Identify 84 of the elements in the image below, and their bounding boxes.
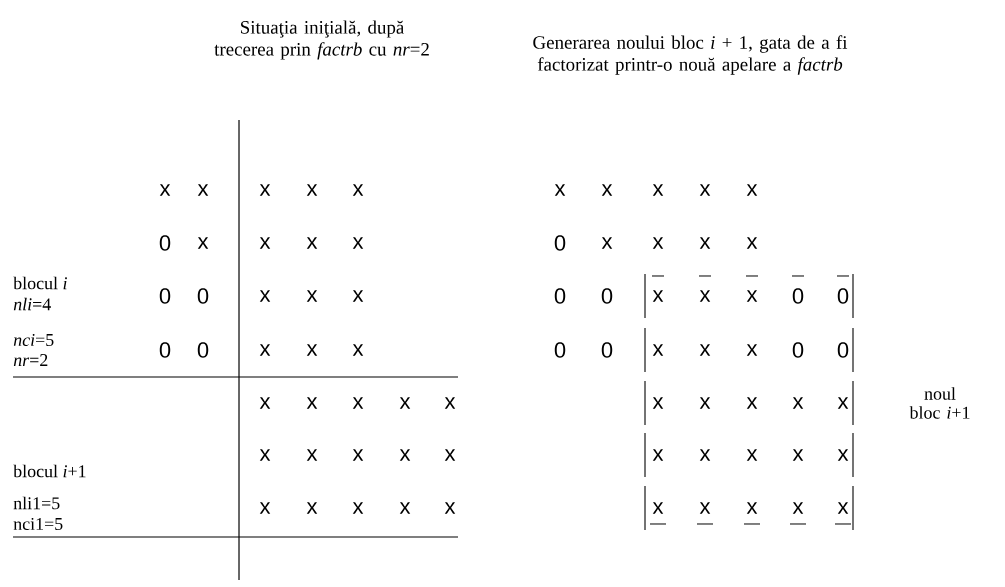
matrix-entry: x bbox=[746, 290, 758, 302]
matrix-entry: x bbox=[792, 449, 804, 461]
block-label: nci1=5 bbox=[13, 517, 63, 530]
matrix-entry: 0 bbox=[159, 235, 171, 251]
matrix-entry: x bbox=[159, 184, 171, 196]
matrix-entry: 0 bbox=[554, 342, 566, 358]
matrix-entry: x bbox=[652, 502, 664, 514]
block-label: blocul i bbox=[13, 276, 67, 290]
matrix-entry: x bbox=[601, 237, 613, 249]
matrix-entry: x bbox=[352, 290, 364, 302]
matrix-entry: 0 bbox=[554, 235, 566, 251]
matrix-entry: x bbox=[306, 397, 318, 409]
matrix-entry: x bbox=[792, 502, 804, 514]
matrix-entry: x bbox=[259, 184, 271, 196]
block-label: blocul i+1 bbox=[13, 464, 86, 478]
matrix-entry: 0 bbox=[837, 288, 849, 304]
matrix-entry: x bbox=[399, 449, 411, 461]
matrix-entry: x bbox=[699, 290, 711, 302]
matrix-entry: x bbox=[652, 449, 664, 461]
matrix-entry: x bbox=[306, 344, 318, 356]
matrix-entry: x bbox=[837, 449, 849, 461]
matrix-entry: x bbox=[746, 449, 758, 461]
matrix-entry: 0 bbox=[601, 288, 613, 304]
matrix-entry: x bbox=[352, 344, 364, 356]
matrix-entry: x bbox=[259, 502, 271, 514]
matrix-entry: 0 bbox=[837, 342, 849, 358]
matrix-entry: x bbox=[837, 397, 849, 409]
heading: Generarea noului bloc i + 1, gata de a fi factorizat printr-o nouă apelare a factrb bbox=[533, 35, 848, 75]
matrix-entry: x bbox=[352, 184, 364, 196]
block-label: noul bloc i+1 bbox=[909, 387, 970, 419]
block-label: nci=5 bbox=[13, 333, 54, 346]
matrix-entry: x bbox=[699, 449, 711, 461]
matrix-entry: x bbox=[306, 502, 318, 514]
matrix-entry: x bbox=[601, 184, 613, 196]
matrix-entry: 0 bbox=[792, 342, 804, 358]
matrix-entry: x bbox=[652, 290, 664, 302]
matrix-entry: x bbox=[259, 397, 271, 409]
matrix-entry: x bbox=[746, 184, 758, 196]
block-label: nli=4 bbox=[13, 297, 51, 311]
matrix-entry: 0 bbox=[601, 342, 613, 358]
matrix-entry: x bbox=[746, 397, 758, 409]
matrix-entry: x bbox=[352, 502, 364, 514]
matrix-entry: x bbox=[259, 237, 271, 249]
matrix-entry: x bbox=[652, 184, 664, 196]
matrix-entry: x bbox=[306, 184, 318, 196]
matrix-entry: 0 bbox=[197, 342, 209, 358]
matrix-entry: x bbox=[837, 502, 849, 514]
matrix-entry: x bbox=[746, 344, 758, 356]
matrix-entry: x bbox=[699, 237, 711, 249]
matrix-entry: x bbox=[352, 397, 364, 409]
matrix-entry: x bbox=[444, 449, 456, 461]
matrix-entry: 0 bbox=[159, 288, 171, 304]
matrix-entry: x bbox=[746, 502, 758, 514]
matrix-entry: x bbox=[792, 397, 804, 409]
matrix-entry: x bbox=[399, 502, 411, 514]
matrix-entry: x bbox=[699, 397, 711, 409]
matrix-entry: x bbox=[699, 184, 711, 196]
matrix-entry: 0 bbox=[159, 342, 171, 358]
matrix-entry: x bbox=[652, 344, 664, 356]
matrix-entry: x bbox=[699, 344, 711, 356]
matrix-entry: x bbox=[352, 237, 364, 249]
matrix-entry: x bbox=[259, 290, 271, 302]
matrix-entry: x bbox=[259, 344, 271, 356]
matrix-entry: x bbox=[746, 237, 758, 249]
block-label: nr=2 bbox=[13, 354, 48, 366]
matrix-entry: x bbox=[652, 237, 664, 249]
matrix-entry: x bbox=[444, 397, 456, 409]
matrix-entry: x bbox=[444, 502, 456, 514]
matrix-entry: x bbox=[306, 290, 318, 302]
matrix-entry: 0 bbox=[792, 288, 804, 304]
matrix-entry: x bbox=[554, 184, 566, 196]
matrix-entry: x bbox=[306, 449, 318, 461]
matrix-entry: x bbox=[197, 237, 209, 249]
matrix-entry: 0 bbox=[197, 288, 209, 304]
matrix-entry: x bbox=[197, 184, 209, 196]
heading: Situaţia iniţială, după trecerea prin factrb cu nr=2 bbox=[214, 20, 429, 60]
matrix-entry: x bbox=[259, 449, 271, 461]
matrix-entry: x bbox=[306, 237, 318, 249]
matrix-entry: 0 bbox=[554, 288, 566, 304]
matrix-entry: x bbox=[652, 397, 664, 409]
matrix-entry: x bbox=[399, 397, 411, 409]
matrix-entry: x bbox=[352, 449, 364, 461]
matrix-entry: x bbox=[699, 502, 711, 514]
block-label: nli1=5 bbox=[13, 496, 60, 510]
